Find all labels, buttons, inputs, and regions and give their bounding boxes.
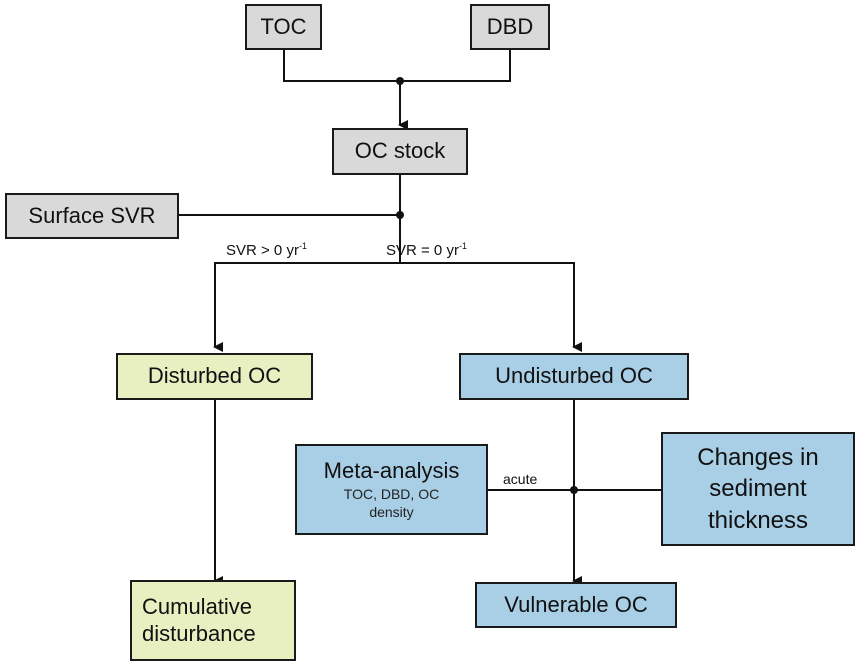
edge-label-acute: acute xyxy=(503,471,538,487)
node-changes-in-sediment-thickness: Changes in sediment thickness xyxy=(661,432,855,546)
junction-dot-svr xyxy=(396,211,404,219)
node-vulnerable-oc: Vulnerable OC xyxy=(475,582,677,628)
junction-dot-acute xyxy=(570,486,578,494)
node-surface-svr: Surface SVR xyxy=(5,193,179,239)
node-undisturbed-oc: Undisturbed OC xyxy=(459,353,689,400)
edge-label-svr-positive: SVR > 0 yr-1 xyxy=(226,241,307,259)
node-oc-stock: OC stock xyxy=(332,128,468,175)
node-meta-analysis: Meta-analysis TOC, DBD, OC density xyxy=(295,444,488,535)
junction-dot-top xyxy=(396,77,404,85)
node-disturbed-oc: Disturbed OC xyxy=(116,353,313,400)
node-toc: TOC xyxy=(245,4,322,50)
branch-line xyxy=(214,262,575,347)
node-cumulative-disturbance: Cumulative disturbance xyxy=(130,580,296,661)
toc-dbd-connector xyxy=(283,49,511,82)
node-dbd: DBD xyxy=(470,4,550,50)
edge-label-svr-zero: SVR = 0 yr-1 xyxy=(386,241,467,259)
